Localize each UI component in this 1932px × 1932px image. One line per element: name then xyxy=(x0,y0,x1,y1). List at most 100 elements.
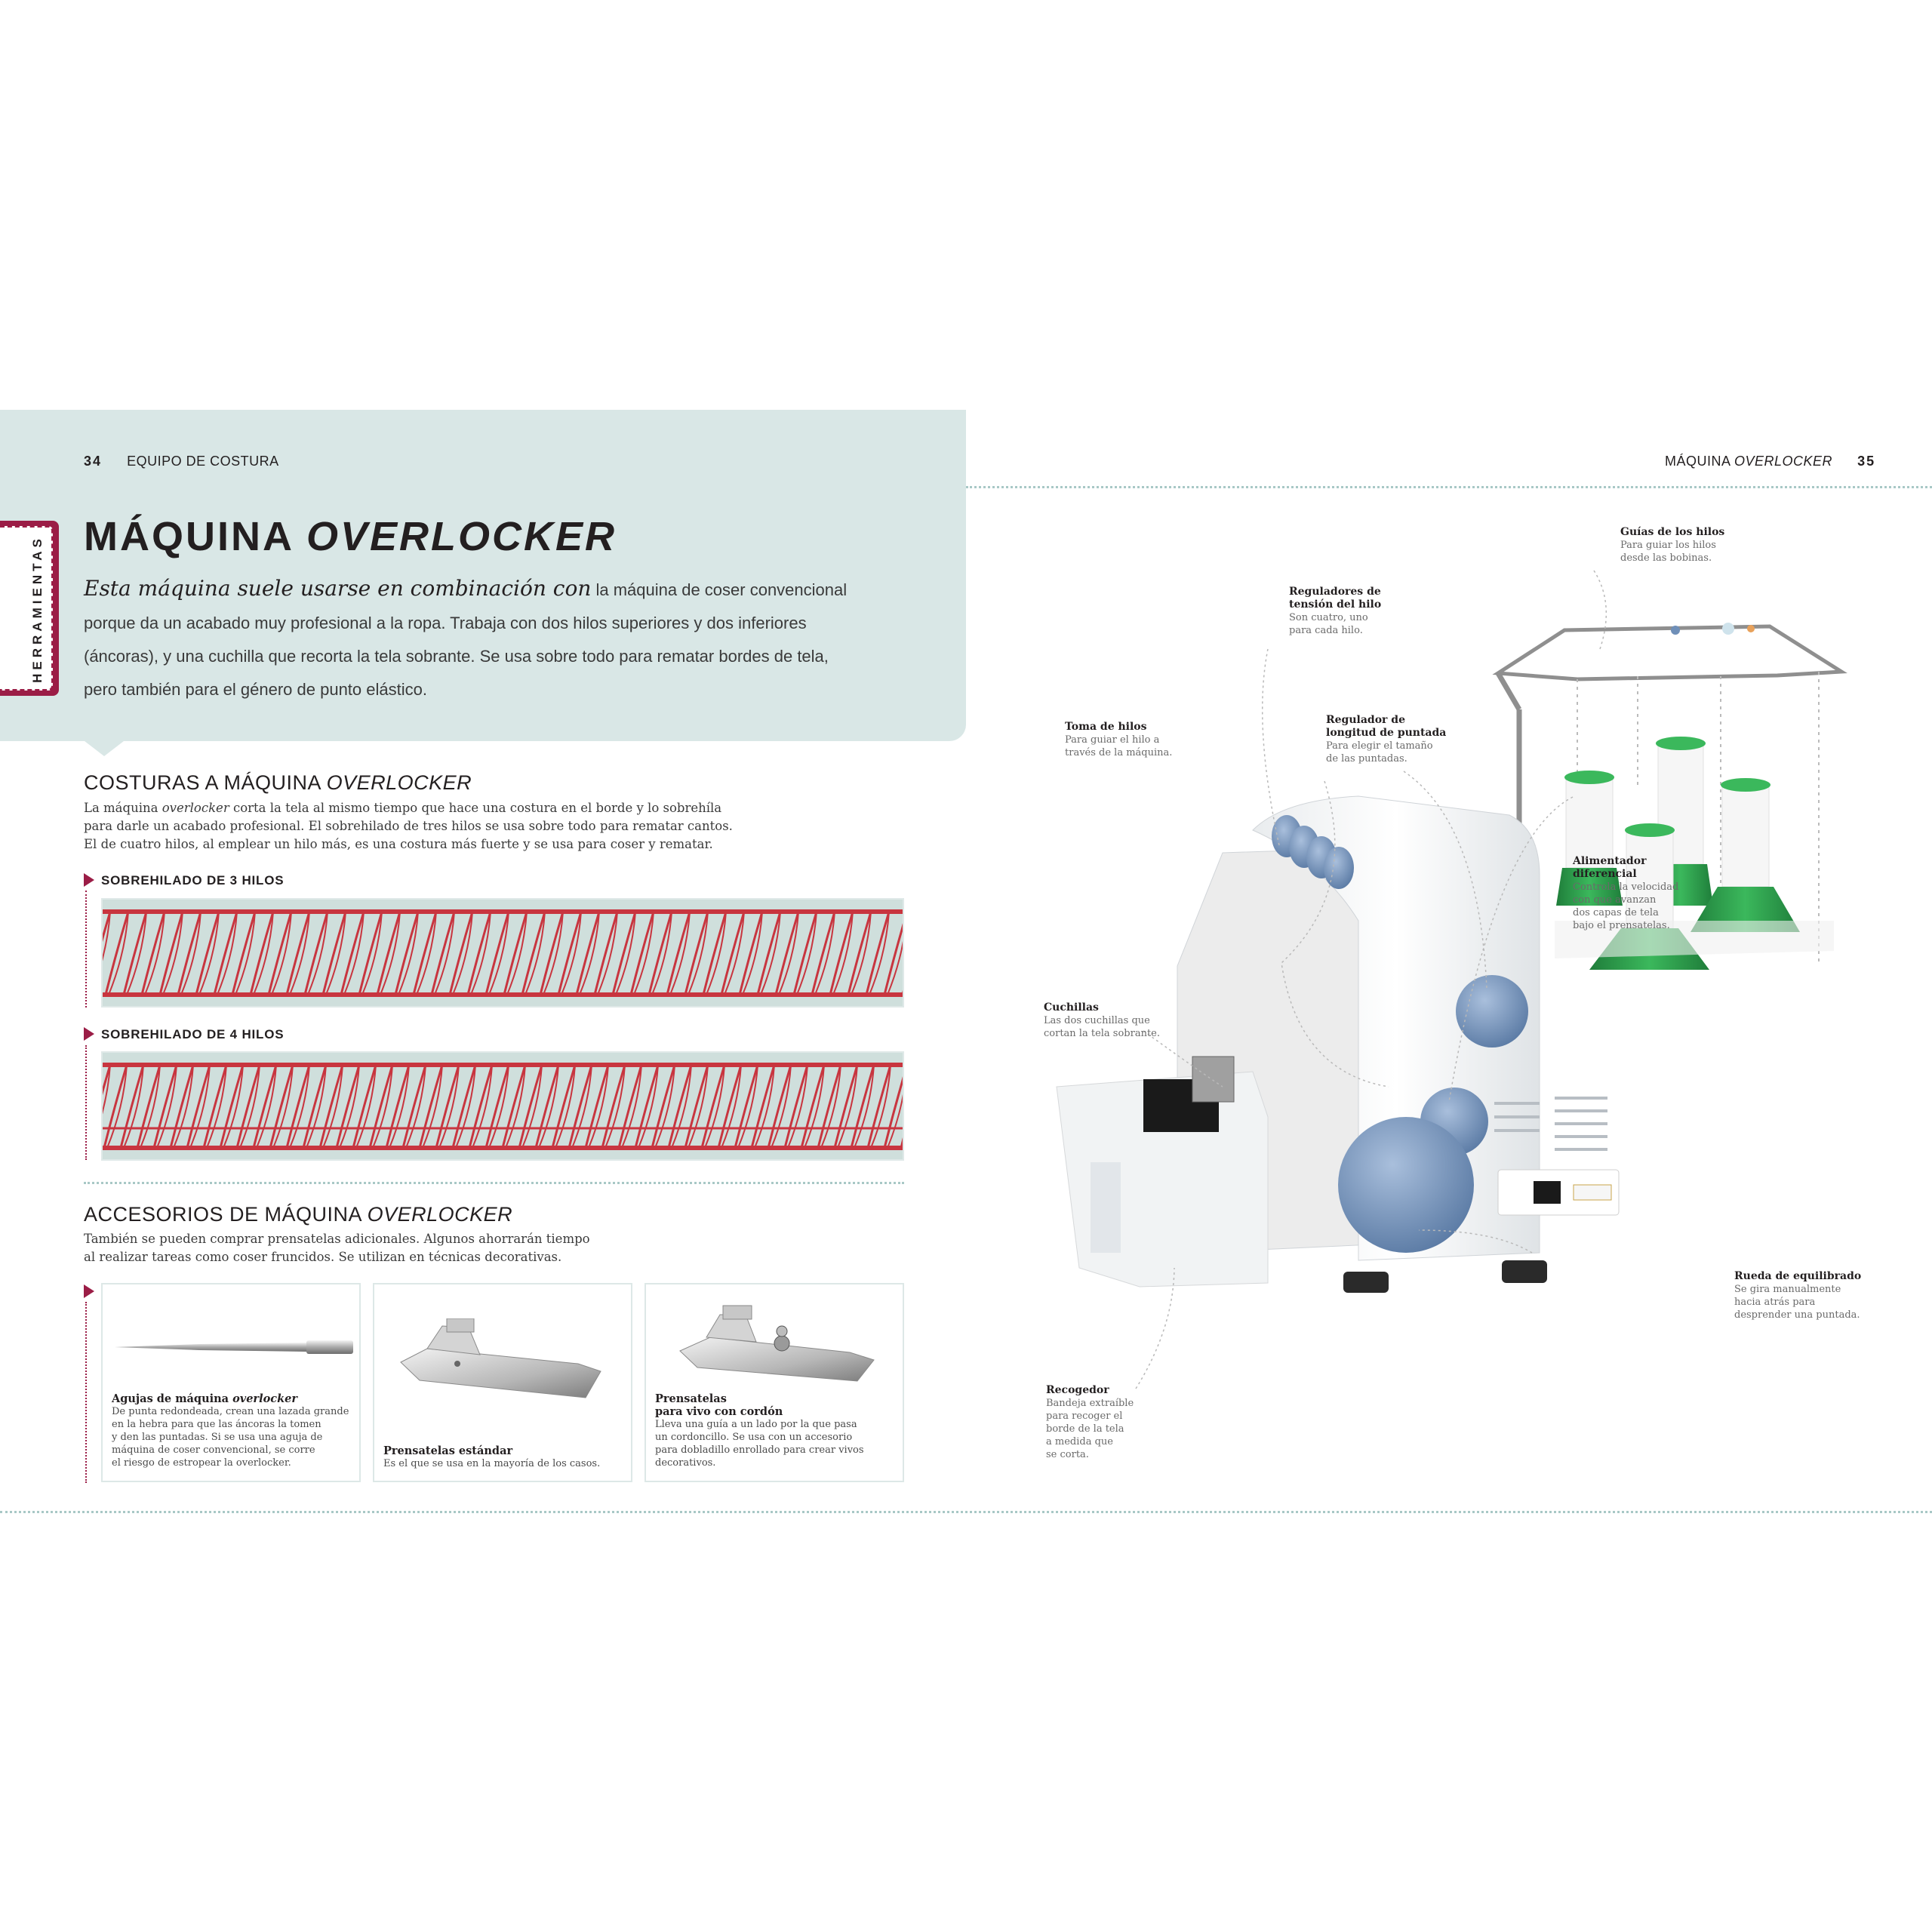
leader-lines xyxy=(1135,570,1607,1389)
footer-rule xyxy=(0,1511,1932,1513)
stitch-loop xyxy=(767,1064,792,1149)
label-desc: Bandeja extraíble xyxy=(1046,1398,1134,1409)
label-desc: Para elegir el tamaño xyxy=(1326,740,1433,752)
cording-presser-foot-image xyxy=(679,1305,875,1382)
stitch-loop xyxy=(611,911,637,995)
stitch-loop xyxy=(717,1064,743,1149)
stitch-loop xyxy=(103,911,111,961)
intro-line-2: porque da un acabado muy profesional a l… xyxy=(84,614,807,632)
stitch-loop xyxy=(750,1064,776,1149)
label-desc: desde las bobinas. xyxy=(1620,552,1712,564)
accessories-guide xyxy=(85,1302,87,1483)
stitch-loop xyxy=(103,1064,112,1096)
stitch-3-guide xyxy=(85,891,87,1008)
stitch-loop xyxy=(539,911,565,995)
stitch-loop xyxy=(177,911,202,995)
header-band-notch xyxy=(85,741,124,756)
intro-line-3: (áncoras), y una cuchilla que recorta la… xyxy=(84,647,829,666)
accessories-body-1: También se pueden comprar prensatelas ad… xyxy=(84,1232,590,1246)
stitch-loop xyxy=(615,911,636,995)
running-head-right: MÁQUINA xyxy=(1665,454,1735,469)
label-desc: hacia atrás para xyxy=(1734,1297,1816,1308)
stitch-loop xyxy=(792,911,818,995)
header-band xyxy=(0,410,966,741)
stitch-loop xyxy=(883,1076,903,1149)
card-needle-line: máquina de coser convencional, se corre xyxy=(112,1444,315,1456)
stitch-loop xyxy=(318,1064,344,1149)
stitch-loop xyxy=(597,911,618,995)
stitch-4-guide xyxy=(85,1045,87,1160)
card-cording-line: un cordoncillo. Se usa con un accesorio xyxy=(655,1432,853,1443)
stitch-loop xyxy=(704,1064,725,1149)
label-knives: Cuchillas Las dos cuchillas que cortan l… xyxy=(1044,1001,1195,1040)
card-standard-title: Prensatelas estándar xyxy=(383,1444,513,1457)
stitch-loop xyxy=(503,911,528,995)
stitch-loop xyxy=(162,911,183,995)
seams-body-3: El de cuatro hilos, al emplear un hilo m… xyxy=(84,837,713,851)
stitch-loop xyxy=(144,911,165,995)
label-title: Recogedor xyxy=(1046,1384,1109,1396)
stitch-loop xyxy=(771,1064,792,1149)
stitch-loop xyxy=(372,1064,393,1149)
stitch-loop xyxy=(335,1064,361,1149)
section-tab-inner xyxy=(0,526,53,691)
label-title: Guías de los hilos xyxy=(1620,526,1725,538)
card-cording-line: Lleva una guía a un lado por la que pasa xyxy=(655,1419,857,1430)
stitch-loop xyxy=(760,911,781,995)
stitch-loop xyxy=(593,911,619,995)
label-title: Reguladores de xyxy=(1289,586,1381,598)
stitch-loop xyxy=(588,1064,609,1149)
stitch-loop xyxy=(651,911,672,995)
stitch-loop xyxy=(376,911,401,995)
stitch-loop xyxy=(865,911,891,995)
stitch-loop xyxy=(123,1064,144,1149)
intro-script: Esta máquina suele usarse en combinación… xyxy=(84,576,592,601)
stitch-loop xyxy=(774,911,800,995)
label-tension-regulators: Reguladores de tensión del hilo Son cuat… xyxy=(1289,586,1440,637)
stitch-loop xyxy=(186,1064,211,1149)
stitch-loop xyxy=(158,911,184,995)
stitch-loop xyxy=(289,1064,310,1149)
section-rule xyxy=(84,1182,904,1184)
stitch-3-swatch xyxy=(101,898,904,1008)
stitch-loop xyxy=(700,1064,726,1149)
stitch-loop xyxy=(702,911,728,995)
label-desc: se corta. xyxy=(1046,1449,1089,1460)
stitch-loop xyxy=(448,911,474,995)
stitch-loop xyxy=(322,1064,343,1149)
label-stitch-length: Regulador de longitud de puntada Para el… xyxy=(1326,714,1477,765)
stitch-loop xyxy=(289,911,310,995)
label-desc: bajo el prensatelas. xyxy=(1573,920,1670,931)
stitch-loop xyxy=(272,1064,294,1149)
needle-image xyxy=(115,1340,353,1354)
stitch-loop xyxy=(156,1064,177,1149)
stitch-loop xyxy=(754,1064,775,1149)
stitch-loop xyxy=(438,1064,460,1149)
stitch-4-label: SOBREHILADO DE 4 HILOS xyxy=(101,1027,285,1041)
seams-body-1a: La máquina xyxy=(84,801,162,815)
stitch-loop xyxy=(235,1064,261,1149)
stitch-loop xyxy=(470,911,491,995)
stitch-loop xyxy=(136,1064,162,1149)
stitch-loop xyxy=(285,911,311,995)
intro-line-4: pero también para el género de punto elá… xyxy=(84,680,427,699)
stitch-loop xyxy=(851,911,872,995)
stitch-loop xyxy=(202,1064,228,1149)
stitch-loop xyxy=(169,1064,195,1149)
stitch-loop xyxy=(219,1064,245,1149)
stitch-loop xyxy=(430,911,456,995)
label-desc: borde de la tela xyxy=(1046,1423,1124,1435)
stitch-loop xyxy=(688,1064,709,1149)
label-desc: para recoger el xyxy=(1046,1411,1123,1422)
stitch-loop xyxy=(468,1064,494,1149)
stitch-loop xyxy=(866,1064,892,1149)
stitch-loop xyxy=(103,1064,111,1115)
stitch-loop xyxy=(140,1064,161,1149)
stitch-loop xyxy=(325,911,346,995)
stitch-loop xyxy=(538,1064,559,1149)
label-title: Regulador de xyxy=(1326,714,1405,726)
stitch-loop xyxy=(651,1064,676,1149)
stitch-loop xyxy=(814,911,835,995)
stitch-loop xyxy=(435,1064,460,1149)
stitch-loop xyxy=(119,1064,145,1149)
